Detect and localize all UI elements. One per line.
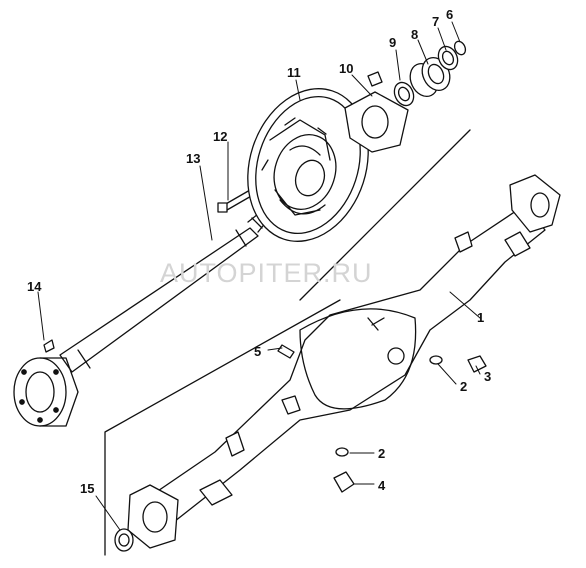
retainer-ring [437, 45, 459, 71]
callout-5: 5 [254, 344, 262, 359]
callout-12: 12 [213, 129, 228, 144]
callout-14: 14 [27, 279, 42, 294]
callout-2-lower: 2 [378, 446, 386, 461]
axle-housing [127, 174, 561, 549]
guide-line-left [104, 299, 341, 556]
gasket-upper [429, 355, 443, 365]
callout-6: 6 [446, 7, 454, 22]
axle-shaft [59, 209, 269, 373]
oil-seal-inner [397, 86, 411, 102]
drain-plug [333, 471, 355, 493]
callout-13: 13 [186, 151, 201, 166]
callout-11: 11 [287, 65, 301, 80]
bearing-retainer [344, 71, 409, 153]
breather [277, 344, 295, 359]
leader-lines [37, 21, 481, 531]
retainer-ring-inner [441, 50, 455, 66]
housing-oil-seal [114, 528, 134, 552]
fill-plug [467, 355, 487, 373]
callout-4: 4 [378, 478, 386, 493]
callout-15: 15 [80, 481, 95, 496]
callout-1: 1 [477, 310, 485, 325]
bolt [217, 189, 254, 213]
callout-7: 7 [432, 14, 440, 29]
gasket-lower [335, 447, 349, 457]
brake-assembly [247, 88, 369, 242]
housing-oil-seal-inner [118, 533, 130, 547]
callout-10: 10 [339, 61, 354, 76]
callout-8: 8 [411, 27, 419, 42]
snap-ring [453, 40, 467, 56]
callout-9: 9 [389, 35, 397, 50]
callout-3: 3 [484, 369, 492, 384]
callout-2-upper: 2 [460, 379, 468, 394]
oil-seal [393, 81, 415, 107]
guide-line-right [299, 129, 471, 301]
wheel-flange [13, 339, 79, 427]
watermark: AUTOPITER.RU [160, 258, 373, 288]
